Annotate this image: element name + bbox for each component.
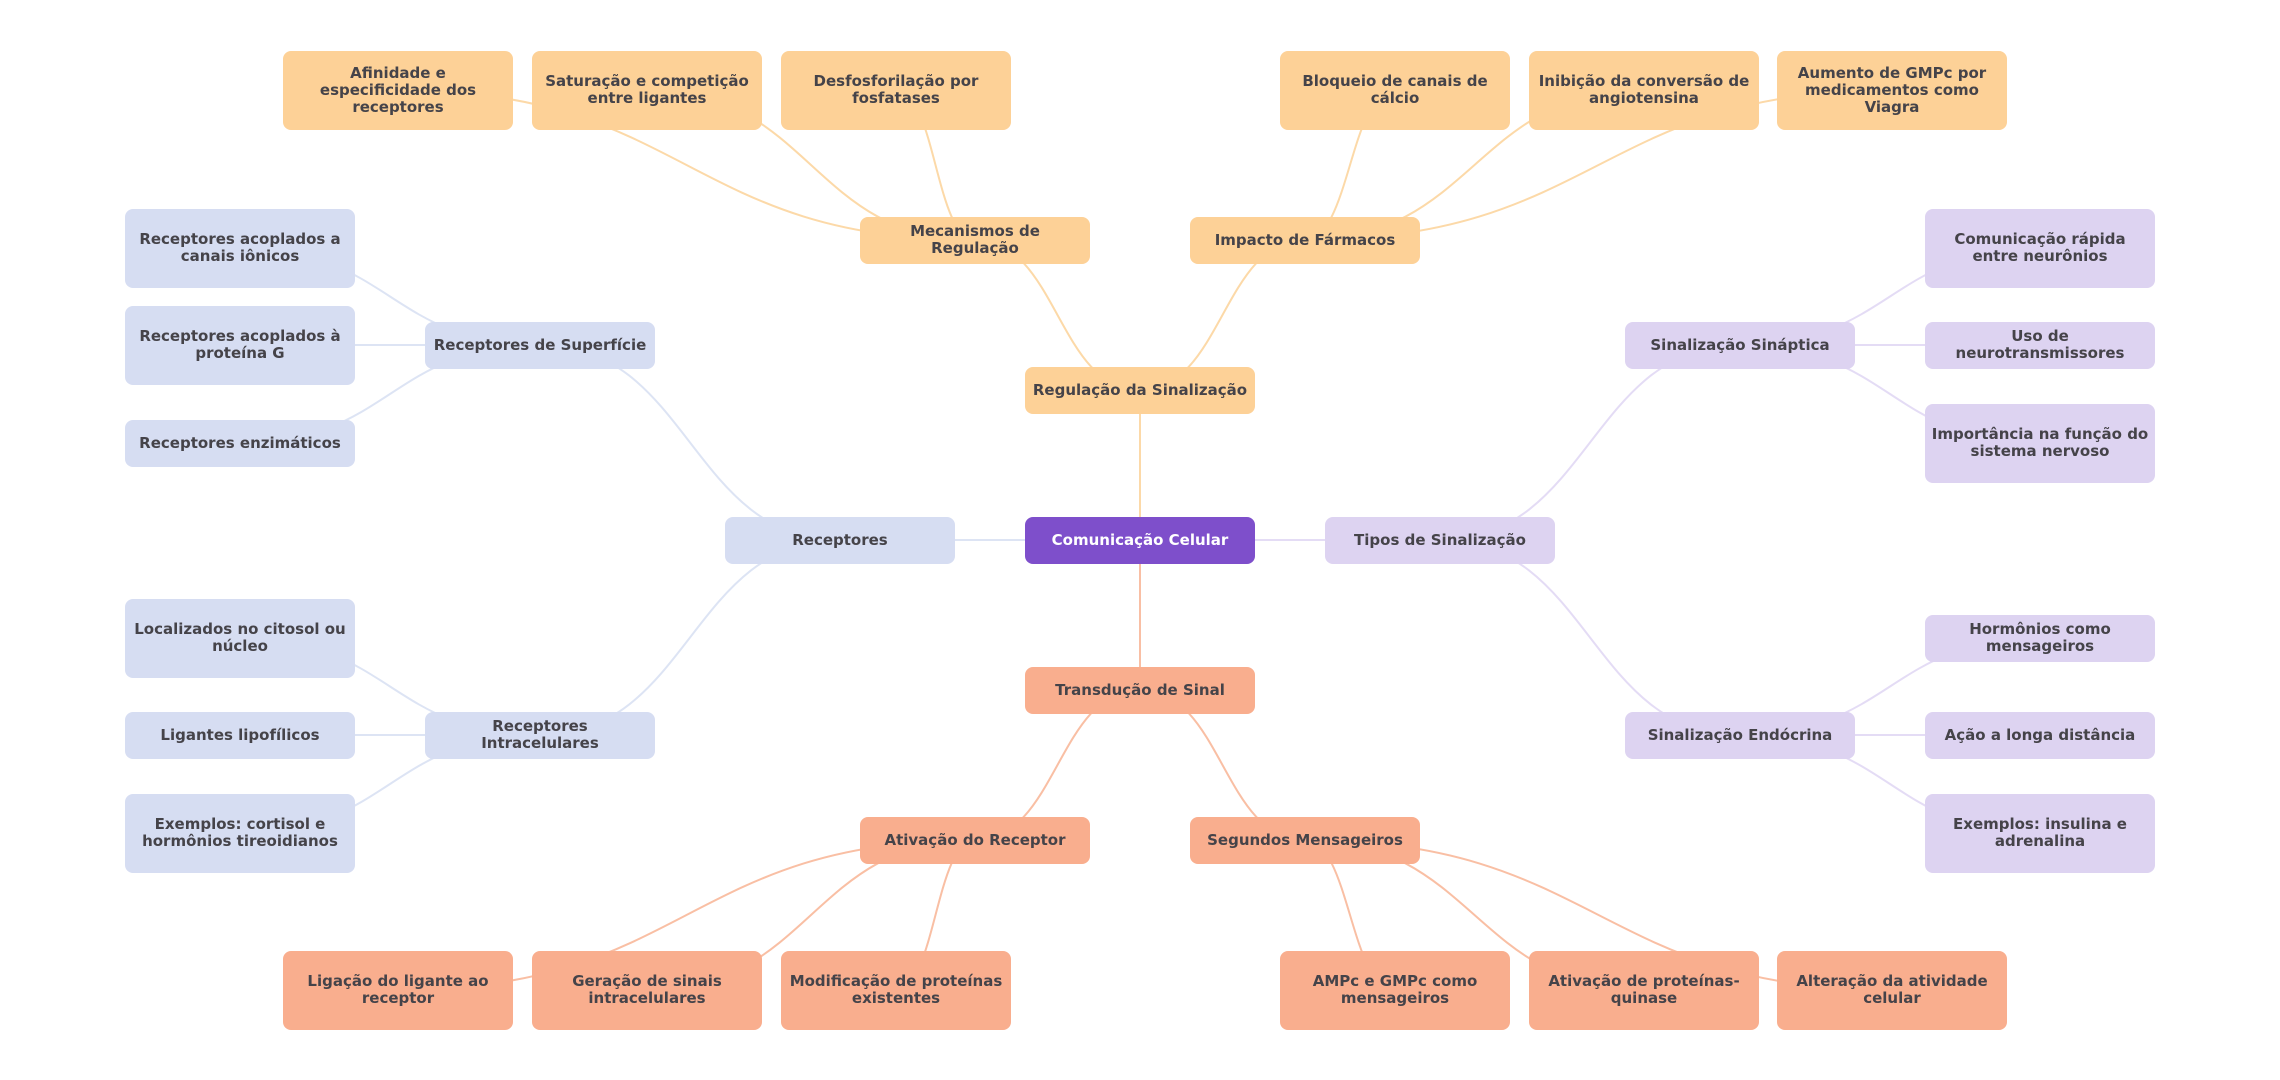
- subtopic-label: Ativação do Receptor: [884, 830, 1066, 849]
- leaf-node[interactable]: Comunicação rápida entre neurônios: [1925, 208, 2155, 288]
- subtopic-second-messengers[interactable]: Segundos Mensageiros: [1190, 816, 1420, 864]
- connector-line: [1439, 539, 1741, 736]
- branch-regulation[interactable]: Regulação da Sinalização: [1025, 366, 1255, 414]
- root-node[interactable]: Comunicação Celular: [1025, 516, 1255, 564]
- connector-line: [1439, 344, 1741, 541]
- leaf-label: Ativação de proteínas-quinase: [1548, 972, 1740, 1007]
- branch-label: Receptores: [792, 530, 888, 549]
- subtopic-endocrine-signaling[interactable]: Sinalização Endócrina: [1625, 711, 1855, 759]
- leaf-node[interactable]: Ligação do ligante ao receptor: [283, 950, 513, 1030]
- leaf-node[interactable]: Afinidade e especificidade dos receptore…: [283, 50, 513, 130]
- subtopic-label: Mecanismos de Regulação: [910, 222, 1040, 257]
- leaf-label: Aumento de GMPc por medicamentos como Vi…: [1797, 63, 1987, 116]
- subtopic-label: Impacto de Fármacos: [1214, 230, 1396, 249]
- subtopic-synaptic-signaling[interactable]: Sinalização Sináptica: [1625, 321, 1855, 369]
- subtopic-receptor-activation[interactable]: Ativação do Receptor: [860, 816, 1090, 864]
- leaf-node[interactable]: Saturação e competição entre ligantes: [532, 50, 762, 130]
- leaf-node[interactable]: Ligantes lipofílicos: [125, 711, 355, 759]
- leaf-node[interactable]: Aumento de GMPc por medicamentos como Vi…: [1777, 50, 2007, 130]
- connector-line: [539, 539, 841, 736]
- branch-label: Tipos de Sinalização: [1354, 530, 1526, 549]
- leaf-label: Saturação e competição entre ligantes: [545, 72, 749, 107]
- leaf-label: Exemplos: insulina e adrenalina: [1953, 815, 2127, 850]
- leaf-node[interactable]: Inibição da conversão de angiotensina: [1529, 50, 1759, 130]
- leaf-node[interactable]: Receptores acoplados a canais iônicos: [125, 208, 355, 288]
- leaf-label: Ligação do ligante ao receptor: [307, 972, 489, 1007]
- leaf-label: Uso de neurotransmissores: [1955, 327, 2125, 362]
- root-node-label: Comunicação Celular: [1051, 530, 1229, 549]
- leaf-label: Receptores acoplados a canais iônicos: [139, 230, 341, 265]
- leaf-label: Importância na função do sistema nervoso: [1931, 425, 2149, 460]
- leaf-label: Geração de sinais intracelulares: [572, 972, 722, 1007]
- leaf-node[interactable]: Receptores enzimáticos: [125, 419, 355, 467]
- leaf-label: Alteração da atividade celular: [1796, 972, 1988, 1007]
- leaf-label: Modificação de proteínas existentes: [789, 972, 1003, 1007]
- subtopic-label: Receptores Intracelulares: [481, 717, 599, 752]
- subtopic-label: Segundos Mensageiros: [1207, 830, 1403, 849]
- leaf-node[interactable]: Geração de sinais intracelulares: [532, 950, 762, 1030]
- branch-label: Transdução de Sinal: [1055, 680, 1225, 699]
- leaf-label: Comunicação rápida entre neurônios: [1954, 230, 2126, 265]
- leaf-label: Inibição da conversão de angiotensina: [1538, 72, 1750, 107]
- branch-signaling-types[interactable]: Tipos de Sinalização: [1325, 516, 1555, 564]
- subtopic-intracellular-receptors[interactable]: Receptores Intracelulares: [425, 711, 655, 759]
- leaf-label: Hormônios como mensageiros: [1969, 620, 2111, 655]
- leaf-node[interactable]: Exemplos: cortisol e hormônios tireoidia…: [125, 793, 355, 873]
- leaf-node[interactable]: Exemplos: insulina e adrenalina: [1925, 793, 2155, 873]
- leaf-label: Ligantes lipofílicos: [160, 725, 320, 744]
- leaf-node[interactable]: Desfosforilação por fosfatases: [781, 50, 1011, 130]
- subtopic-drug-impact[interactable]: Impacto de Fármacos: [1190, 216, 1420, 264]
- leaf-node[interactable]: Bloqueio de canais de cálcio: [1280, 50, 1510, 130]
- subtopic-surface-receptors[interactable]: Receptores de Superfície: [425, 321, 655, 369]
- connector-line: [539, 344, 841, 541]
- branch-label: Regulação da Sinalização: [1032, 380, 1248, 399]
- leaf-label: Receptores enzimáticos: [139, 433, 341, 452]
- leaf-node[interactable]: Localizados no citosol ou núcleo: [125, 598, 355, 678]
- leaf-node[interactable]: AMPc e GMPc como mensageiros: [1280, 950, 1510, 1030]
- subtopic-regulation-mechanisms[interactable]: Mecanismos de Regulação: [860, 216, 1090, 264]
- leaf-label: AMPc e GMPc como mensageiros: [1312, 972, 1478, 1007]
- leaf-node[interactable]: Importância na função do sistema nervoso: [1925, 403, 2155, 483]
- subtopic-label: Sinalização Sináptica: [1650, 335, 1830, 354]
- leaf-label: Localizados no citosol ou núcleo: [134, 620, 346, 655]
- leaf-label: Ação a longa distância: [1944, 725, 2136, 744]
- leaf-node[interactable]: Ação a longa distância: [1925, 711, 2155, 759]
- leaf-label: Desfosforilação por fosfatases: [813, 72, 979, 107]
- leaf-node[interactable]: Modificação de proteínas existentes: [781, 950, 1011, 1030]
- subtopic-label: Receptores de Superfície: [433, 335, 647, 354]
- leaf-node[interactable]: Uso de neurotransmissores: [1925, 321, 2155, 369]
- leaf-node[interactable]: Receptores acoplados à proteína G: [125, 305, 355, 385]
- leaf-label: Exemplos: cortisol e hormônios tireoidia…: [142, 815, 338, 850]
- branch-receptors[interactable]: Receptores: [725, 516, 955, 564]
- subtopic-label: Sinalização Endócrina: [1647, 725, 1833, 744]
- branch-transduction[interactable]: Transdução de Sinal: [1025, 666, 1255, 714]
- leaf-label: Receptores acoplados à proteína G: [139, 327, 341, 362]
- leaf-label: Bloqueio de canais de cálcio: [1302, 72, 1488, 107]
- leaf-node[interactable]: Hormônios como mensageiros: [1925, 614, 2155, 662]
- leaf-node[interactable]: Ativação de proteínas-quinase: [1529, 950, 1759, 1030]
- leaf-node[interactable]: Alteração da atividade celular: [1777, 950, 2007, 1030]
- leaf-label: Afinidade e especificidade dos receptore…: [319, 63, 477, 116]
